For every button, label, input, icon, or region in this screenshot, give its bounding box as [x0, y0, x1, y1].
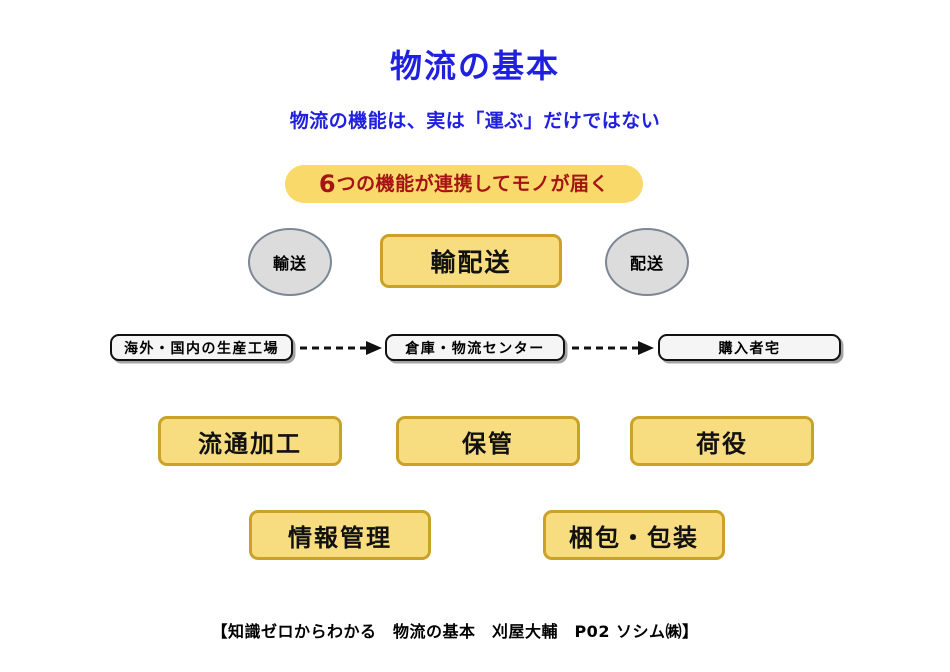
box-information-management: 情報管理 [249, 510, 431, 560]
dashed-arrow-2-icon [572, 341, 654, 355]
banner-label: つの機能が連携してモノが届く [336, 172, 610, 195]
box-cargo-handling: 荷役 [630, 416, 814, 466]
flow-step-production-factory: 海外・国内の生産工場 [110, 334, 293, 361]
dashed-arrow-1-icon [300, 341, 382, 355]
flow-step-purchaser-home: 購入者宅 [658, 334, 841, 361]
box-transport-delivery: 輸配送 [380, 234, 562, 288]
ellipse-transport: 輸送 [248, 228, 332, 296]
banner-number: 6 [318, 170, 336, 198]
box-packaging: 梱包・包装 [543, 510, 725, 560]
highlight-banner: 6 つの機能が連携してモノが届く [285, 165, 643, 203]
page-title: 物流の基本 [389, 47, 560, 85]
flow-step-warehouse-logistics-center: 倉庫・物流センター [385, 334, 565, 361]
page-subtitle: 物流の機能は、実は「運ぶ」だけではない [289, 110, 661, 132]
box-storage: 保管 [396, 416, 580, 466]
footer-source-citation: 【知識ゼロからわかる 物流の基本 刈屋大輔 P02 ソシム㈱】 [211, 622, 699, 641]
ellipse-delivery: 配送 [605, 228, 689, 296]
box-distribution-processing: 流通加工 [158, 416, 342, 466]
